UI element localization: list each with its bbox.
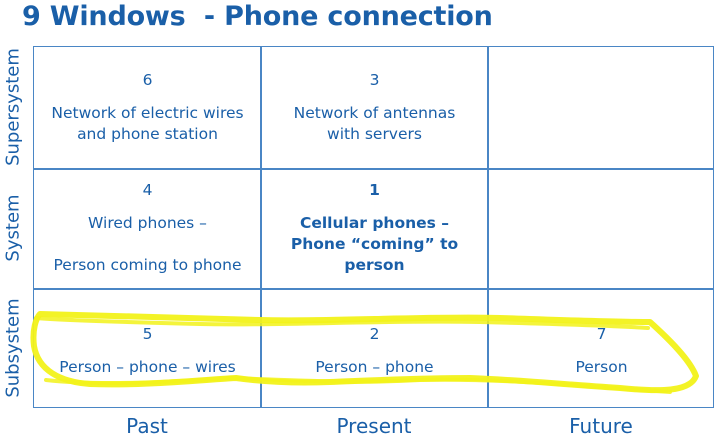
grid-divider xyxy=(260,47,262,407)
cell-text: Network of electric wires and phone stat… xyxy=(51,104,244,143)
cell-subsystem-past: 5 Person – phone – wires xyxy=(34,288,261,408)
nine-windows-grid: 6 Network of electric wires and phone st… xyxy=(33,46,714,408)
cell-number: 1 xyxy=(369,181,380,199)
cell-text: Person – phone xyxy=(315,358,434,376)
cell-subsystem-future: 7 Person xyxy=(488,288,715,408)
grid-divider xyxy=(487,47,489,407)
column-label-present: Present xyxy=(336,414,412,438)
cell-text: Network of antennas with servers xyxy=(293,104,456,143)
cell-number: 6 xyxy=(142,71,153,89)
cell-text: Cellular phones – Phone “coming” to pers… xyxy=(290,214,459,274)
column-label-future: Future xyxy=(569,414,633,438)
cell-number: 7 xyxy=(596,325,607,343)
cell-system-future xyxy=(488,168,715,288)
cell-text: Person xyxy=(575,358,628,376)
cell-supersystem-past: 6 Network of electric wires and phone st… xyxy=(34,47,261,168)
cell-supersystem-future xyxy=(488,47,715,168)
page-title: 9 Windows - Phone connection xyxy=(22,1,493,32)
cell-text: Wired phones – Person coming to phone xyxy=(53,214,242,274)
column-label-past: Past xyxy=(126,414,168,438)
cell-number: 4 xyxy=(142,181,153,199)
cell-number: 5 xyxy=(142,325,153,343)
cell-number: 2 xyxy=(369,325,380,343)
cell-text: Person – phone – wires xyxy=(59,358,236,376)
cell-subsystem-present: 2 Person – phone xyxy=(261,288,488,408)
cell-system-present: 1 Cellular phones – Phone “coming” to pe… xyxy=(261,168,488,288)
grid-divider xyxy=(34,168,713,170)
cell-supersystem-present: 3 Network of antennas with servers xyxy=(261,47,488,168)
cell-system-past: 4 Wired phones – Person coming to phone xyxy=(34,168,261,288)
cell-number: 3 xyxy=(369,71,380,89)
grid-divider xyxy=(34,288,713,290)
